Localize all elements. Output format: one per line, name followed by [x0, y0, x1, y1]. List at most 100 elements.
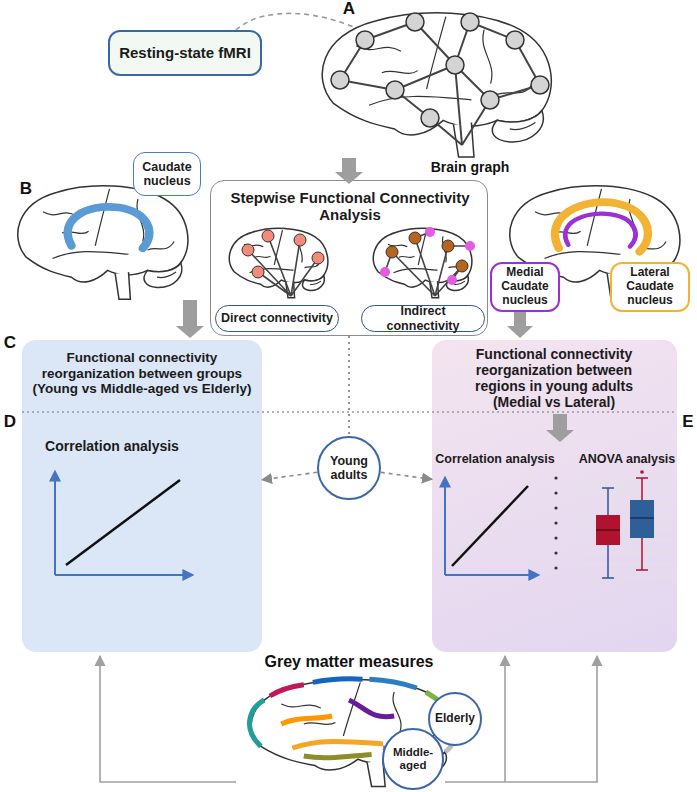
seed-node — [252, 266, 264, 278]
region-label: Lateral Caudate nucleus — [612, 266, 688, 307]
brain-graph — [322, 13, 551, 157]
parcel — [304, 754, 372, 757]
block-arrow — [546, 414, 574, 442]
group-label: Young adults — [319, 454, 379, 483]
parcel — [293, 741, 383, 748]
method-label: Indirect connectivity — [362, 304, 484, 333]
seed-node — [312, 252, 324, 264]
dot — [554, 566, 557, 569]
connector-group — [381, 472, 432, 479]
graph-edges — [340, 22, 540, 145]
connector — [381, 472, 432, 479]
median-line — [596, 529, 620, 531]
panel-letter: A — [339, 0, 359, 19]
grey-matter-arrow — [504, 656, 506, 782]
second-step-node — [465, 241, 475, 251]
graph-node — [481, 91, 499, 109]
parcel — [250, 700, 265, 746]
outlier — [640, 470, 644, 474]
y-axis — [54, 472, 56, 575]
illustration-caption: Grey matter measures — [229, 653, 469, 671]
panel-letter: C — [0, 334, 20, 353]
connection-lines — [385, 232, 470, 296]
analysis-label: Correlation analysis — [434, 452, 556, 466]
second-step-node — [447, 275, 457, 285]
median-line — [630, 517, 654, 519]
region-callout: Caudate nucleus — [133, 152, 201, 196]
graph-node — [331, 71, 349, 89]
method-pill: Direct connectivity — [215, 305, 339, 332]
first-step-node — [386, 246, 398, 258]
method-pill: Indirect connectivity — [361, 305, 485, 332]
analysis-box: Stepwise Functional Connectivity Analysi… — [210, 180, 488, 336]
region-callout: Lateral Caudate nucleus — [610, 262, 690, 312]
input-box: Resting-state fMRI — [108, 30, 262, 76]
medial-caudate-shape — [565, 214, 635, 247]
graph-node — [506, 31, 524, 49]
brain-outline — [322, 13, 551, 157]
graph-node — [356, 31, 374, 49]
dot — [554, 551, 557, 554]
graph-node — [421, 109, 439, 127]
correlation-chart — [55, 472, 192, 575]
dot — [554, 491, 557, 494]
caudate-nucleus-shape — [68, 207, 150, 248]
analysis-label: Correlation analysis — [32, 438, 192, 454]
correlation-chart — [445, 478, 538, 575]
panel-heading: Functional connectivity reorganization b… — [454, 346, 654, 410]
seed-node — [242, 244, 254, 256]
second-step-node — [425, 227, 435, 237]
regression-line — [452, 486, 528, 566]
block-arrow — [176, 300, 204, 338]
parcel — [270, 685, 304, 696]
seed-node — [262, 230, 274, 242]
dot — [554, 521, 557, 524]
region-callout: Medial Caudate nucleus — [490, 262, 560, 312]
caudate-brain — [18, 186, 188, 300]
group-label: Middle-aged — [384, 746, 442, 772]
parcel — [313, 679, 363, 683]
grey-matter-arrow — [445, 656, 597, 782]
direct-connectivity-brain — [229, 228, 327, 297]
graph-node — [531, 76, 549, 94]
connector-group — [262, 472, 317, 479]
block-arrow — [335, 158, 363, 184]
dot — [554, 506, 557, 509]
method-label: Direct connectivity — [216, 311, 338, 325]
connector — [348, 336, 350, 436]
first-step-node — [409, 232, 421, 244]
panel-letter: B — [16, 180, 36, 199]
first-step-node — [456, 260, 468, 272]
results-panel: Functional connectivity reorganization b… — [432, 340, 677, 652]
input-label: Resting-state fMRI — [110, 44, 260, 61]
box-plot — [582, 470, 672, 578]
group-label: Elderly — [430, 712, 480, 726]
box — [596, 515, 620, 545]
second-step-node — [380, 267, 390, 277]
lateral-caudate-shape — [555, 202, 648, 252]
x-axis — [55, 574, 192, 576]
group-circle: Middle-aged — [382, 728, 444, 790]
region-label: Medial Caudate nucleus — [492, 266, 558, 307]
ellipsis-dots — [554, 476, 557, 569]
region-label: Caudate nucleus — [134, 160, 200, 189]
seed-node — [294, 234, 306, 246]
parcel — [281, 716, 332, 724]
parcel — [349, 700, 394, 717]
whisker — [602, 488, 614, 578]
grey-matter-arrow — [100, 656, 236, 782]
brain-outline — [18, 186, 188, 300]
box — [630, 500, 654, 538]
y-axis — [444, 478, 446, 575]
dot — [554, 476, 557, 479]
panel-letter: D — [0, 413, 20, 432]
x-axis — [445, 574, 538, 576]
graph-node — [386, 81, 404, 99]
whisker — [636, 478, 648, 570]
first-step-node — [442, 240, 454, 252]
brain-outline — [229, 228, 327, 297]
graph-node — [461, 13, 479, 31]
analysis-label: ANOVA analysis — [578, 452, 676, 466]
